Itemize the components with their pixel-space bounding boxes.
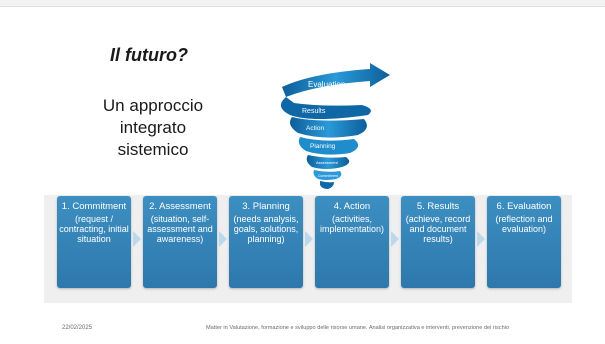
- step-title: 6. Evaluation: [496, 201, 552, 212]
- step-commitment: 1. Commitment (request / contracting, in…: [57, 196, 131, 288]
- spiral-graphic: Evaluation Results Action Planning Asses…: [280, 63, 390, 189]
- step-title: 1. Commitment: [61, 201, 127, 212]
- step-description: (reflection and evaluation): [495, 214, 553, 234]
- subtitle-line: Un approccio: [102, 96, 204, 115]
- step-title: 5. Results: [416, 201, 460, 212]
- arrow-icon: [133, 231, 141, 247]
- spiral-label: Action: [306, 125, 324, 132]
- step-description: (activities, implementation): [319, 214, 385, 234]
- step-results: 5. Results (achieve, record and document…: [401, 196, 475, 288]
- footer-date: 22/02/2025: [62, 325, 93, 331]
- spiral-label: Commitment: [318, 174, 338, 178]
- step-evaluation: 6. Evaluation (reflection and evaluation…: [487, 196, 561, 288]
- step-title: 2. Assessment: [149, 201, 211, 212]
- step-title: 3. Planning: [242, 201, 290, 212]
- spiral-ribbon: [290, 117, 367, 138]
- step-action: 4. Action (activities, implementation): [315, 196, 389, 288]
- spiral-ribbon: [320, 181, 334, 189]
- step-assessment: 2. Assessment (situation, self-assessmen…: [143, 196, 217, 288]
- step-description: (achieve, record and document results): [405, 214, 471, 244]
- arrow-icon: [219, 231, 227, 247]
- process-band: [44, 195, 572, 303]
- step-description: (situation, self-assessment and awarenes…: [147, 214, 213, 244]
- footer-text: Matter in Valutazione, formazione e svil…: [206, 325, 510, 331]
- arrow-icon: [477, 231, 485, 247]
- spiral-label: Evaluation: [308, 80, 345, 89]
- spiral-ribbon: [282, 63, 390, 97]
- spiral-label: Planning: [310, 143, 336, 150]
- arrow-icon: [391, 231, 399, 247]
- spiral-ribbon: [313, 170, 342, 180]
- slide-title: Il futuro?: [110, 45, 188, 65]
- spiral-ribbon: [298, 137, 359, 155]
- subtitle-line: integrato: [119, 118, 187, 137]
- step-title: 4. Action: [333, 201, 371, 212]
- step-planning: 3. Planning (needs analysis, goals, solu…: [229, 196, 303, 288]
- slide: Il futuro? Un approccio integrato sistem…: [0, 6, 605, 344]
- step-description: (request / contracting, initial situatio…: [59, 214, 129, 244]
- spiral-ribbon: [280, 97, 371, 119]
- spiral-label: Results: [302, 108, 326, 115]
- slide-subtitle: Un approccio integrato sistemico: [78, 95, 228, 161]
- spiral-label: Assessment: [316, 160, 339, 165]
- step-description: (needs analysis, goals, solutions, plann…: [233, 214, 299, 244]
- arrow-icon: [305, 231, 313, 247]
- subtitle-line: sistemico: [117, 140, 189, 159]
- spiral-ribbon: [306, 155, 350, 169]
